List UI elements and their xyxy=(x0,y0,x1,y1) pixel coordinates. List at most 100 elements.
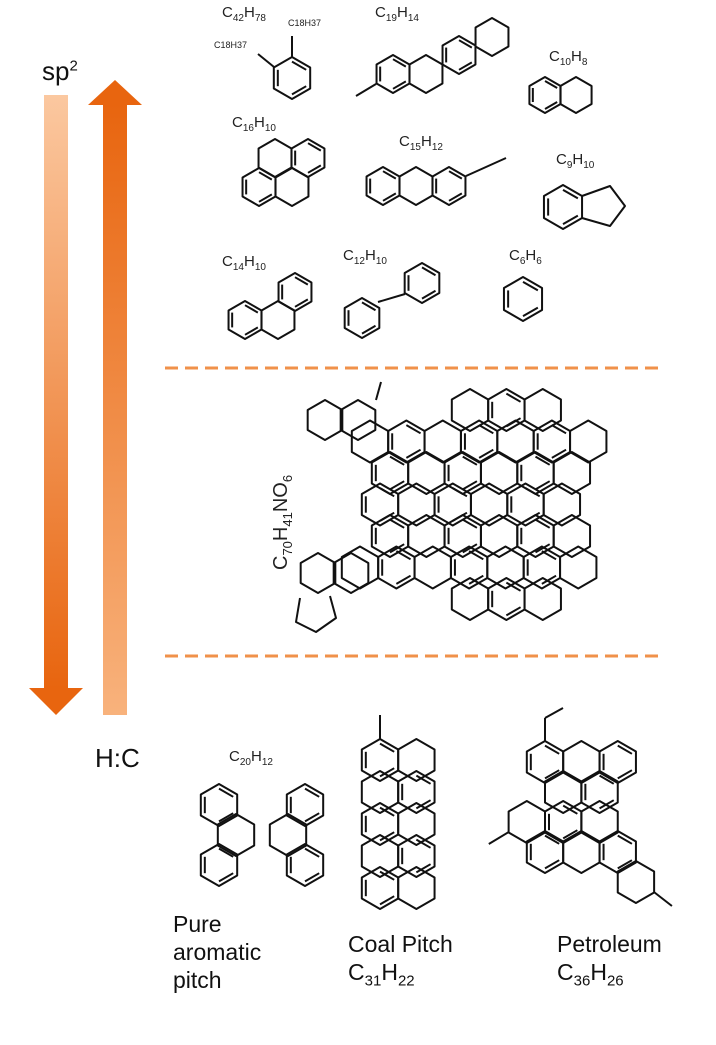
substituent-bond xyxy=(257,53,275,68)
double-bond xyxy=(541,574,557,585)
double-bond xyxy=(544,769,560,780)
double-bond xyxy=(218,812,234,823)
ring-c16h10 xyxy=(290,138,326,178)
double-bond xyxy=(599,774,615,785)
formula-c6h6: C6H6 xyxy=(509,247,542,267)
ring-c31h22 xyxy=(360,738,400,782)
ring-c19h14 xyxy=(375,54,411,94)
lattice-ring xyxy=(523,388,562,432)
ring-c6h6 xyxy=(502,276,544,322)
caption-pure-aromatic-pitch: Pure aromatic pitch xyxy=(173,911,262,993)
double-bond xyxy=(244,326,259,336)
ring-c36h26 xyxy=(598,740,637,784)
methyl-bond xyxy=(653,891,673,907)
double-bond xyxy=(307,142,322,152)
ring-c9h10-five xyxy=(581,185,626,227)
double-bond xyxy=(462,480,478,491)
lattice-ring xyxy=(552,514,592,558)
ring-c36h26 xyxy=(544,800,583,844)
ring-c31h22 xyxy=(397,770,436,814)
ethyl-bond xyxy=(544,707,564,719)
double-bond xyxy=(415,799,432,810)
ring-c31h22 xyxy=(397,802,436,846)
lattice-ring xyxy=(407,451,446,495)
double-bond xyxy=(421,289,437,300)
lattice-ring xyxy=(516,451,555,495)
double-bond xyxy=(307,164,322,174)
sp2-arrow-down xyxy=(29,95,83,715)
double-bond xyxy=(291,85,307,96)
double-bond xyxy=(415,774,432,785)
double-bond xyxy=(258,193,273,203)
ring-c20h12 xyxy=(199,783,239,827)
ring-c20h12 xyxy=(285,783,325,827)
double-bond xyxy=(379,742,395,753)
double-bond xyxy=(544,834,560,845)
ring-c19h14 xyxy=(441,35,477,75)
pitch-molecule-structures xyxy=(199,707,673,910)
double-bond xyxy=(244,304,259,314)
double-bond xyxy=(522,280,539,292)
gradient-arrows xyxy=(29,80,142,715)
double-bond xyxy=(541,550,557,561)
ring-c36h26 xyxy=(616,860,656,904)
double-bond xyxy=(389,543,405,554)
ring-c15h12 xyxy=(365,166,401,206)
double-bond xyxy=(617,769,633,780)
double-bond xyxy=(534,518,551,529)
ring-c14h10 xyxy=(227,300,263,340)
large-molecule-structure xyxy=(295,381,608,633)
sp2-label: sp2 xyxy=(42,56,78,86)
double-bond xyxy=(505,606,522,617)
double-bond xyxy=(458,61,473,71)
ring-c31h22 xyxy=(397,866,436,910)
double-bond xyxy=(462,543,478,554)
double-bond xyxy=(534,455,551,466)
formula-c36h26: C36H26 xyxy=(557,959,624,990)
double-bond xyxy=(617,859,633,870)
formula-c42h78: C42H78 xyxy=(222,4,266,24)
ring-c15h12 xyxy=(431,166,467,206)
methyl-bond xyxy=(465,157,507,177)
small-molecule-structures xyxy=(227,17,626,340)
double-bond xyxy=(218,847,234,858)
ring-c9h10 xyxy=(542,184,584,230)
caption-petroleum: Petroleum C36H26 xyxy=(557,930,662,996)
ring-c36h26 xyxy=(507,800,546,844)
section-divider-bottom xyxy=(165,654,660,658)
double-bond xyxy=(392,80,407,90)
double-bond xyxy=(544,101,558,110)
double-bond xyxy=(379,487,395,498)
double-bond xyxy=(379,767,395,778)
double-bond xyxy=(361,324,377,335)
double-bond xyxy=(218,787,234,798)
methyl-bond xyxy=(488,831,510,845)
double-bond xyxy=(544,744,560,755)
double-bond xyxy=(304,847,320,858)
ring-c14h10 xyxy=(277,272,313,312)
double-bond xyxy=(448,192,463,202)
formula-c15h12: C15H12 xyxy=(399,133,443,153)
ring-c15h12 xyxy=(398,166,434,206)
ring-c31h22 xyxy=(360,834,400,878)
double-bond xyxy=(617,744,633,755)
formula-c20h12: C20H12 xyxy=(229,748,273,768)
ring-c16h10 xyxy=(257,138,293,178)
double-bond xyxy=(304,872,320,883)
aliphatic-ring xyxy=(339,399,377,441)
hc-label: H:C xyxy=(95,743,140,773)
section-divider-top xyxy=(165,366,660,370)
double-bond xyxy=(395,574,412,585)
lattice-ring xyxy=(506,482,545,527)
ring-c20h12 xyxy=(268,813,308,857)
ring-c10h8 xyxy=(559,76,593,114)
double-bond xyxy=(478,424,494,435)
aliphatic-ring xyxy=(306,399,344,441)
double-bond xyxy=(462,518,478,529)
double-bond xyxy=(562,214,579,226)
methyl-bond xyxy=(355,83,377,97)
carbonyl-bond xyxy=(375,381,382,401)
lattice-ring xyxy=(479,451,519,495)
double-bond xyxy=(421,266,437,277)
ring-c19h14 xyxy=(408,54,444,94)
